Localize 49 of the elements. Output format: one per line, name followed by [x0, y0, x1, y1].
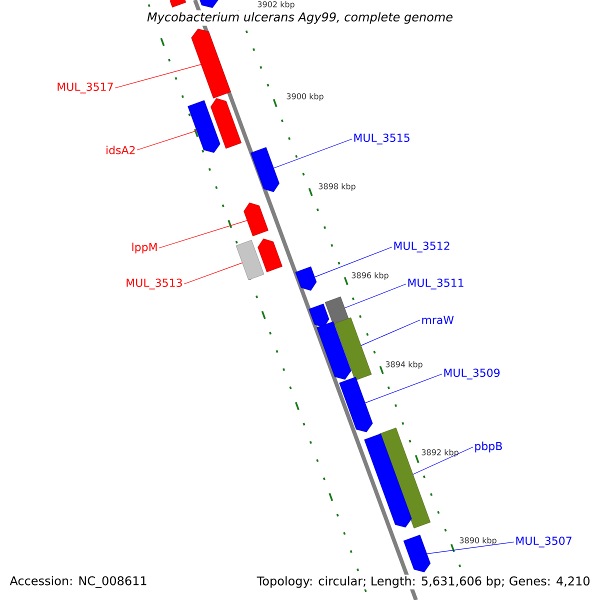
gene-feature	[244, 202, 268, 236]
gene-feature	[170, 0, 186, 8]
leader-line	[273, 138, 352, 168]
gene-label: MUL_3511	[408, 278, 464, 290]
gene-feature	[403, 534, 431, 572]
scale-label: 3890 kbp	[460, 537, 496, 545]
gene-label: pbpB	[475, 442, 502, 452]
scale-label: 3896 kbp	[352, 272, 388, 280]
gene-feature-bar	[324, 296, 350, 326]
leader-line	[360, 320, 420, 346]
leader-line	[158, 220, 248, 248]
leader-line	[344, 284, 406, 308]
leader-line	[426, 542, 514, 554]
gene-feature	[316, 321, 352, 380]
gene-feature	[210, 98, 242, 149]
gene-label: mraW	[422, 316, 454, 324]
leader-line	[412, 446, 474, 475]
footer-text: Accession: NC_008611	[8, 574, 149, 590]
gene-feature	[250, 147, 280, 192]
gene-label: idsA2	[106, 146, 135, 154]
footer-text: Topology: circular; Length: 5,631,606 bp; Genes: 4,210	[255, 574, 592, 590]
leader-line	[314, 246, 392, 278]
title: Mycobacterium ulcerans Agy99, complete genome	[145, 10, 456, 26]
gene-feature	[308, 304, 330, 328]
scale-label: 3898 kbp	[318, 183, 356, 191]
leader-line	[364, 374, 442, 404]
gene-feature	[339, 376, 373, 432]
scale-label: 3894 kbp	[386, 361, 422, 369]
leader-line	[136, 130, 198, 150]
leader-line	[114, 64, 202, 88]
gene-label: MUL_3515	[354, 134, 410, 144]
gene-feature	[295, 266, 317, 291]
gene-feature	[364, 434, 412, 528]
gene-feature	[191, 28, 231, 98]
gene-label: MUL_3512	[394, 242, 450, 252]
scale-label: 3900 kbp	[286, 93, 324, 101]
gene-label: lppM	[132, 242, 157, 254]
gene-label: MUL_3509	[444, 368, 500, 380]
gene-label: MUL_3513	[126, 278, 182, 290]
scale-label: 3892 kbp	[422, 449, 458, 457]
gene-feature	[198, 0, 220, 8]
scale-label: 3902 kbp	[258, 1, 294, 9]
gene-label: MUL_3507	[516, 536, 572, 548]
leader-line	[184, 262, 243, 284]
gene-feature-bar	[236, 240, 264, 280]
gene-feature	[188, 100, 220, 153]
gene-feature	[258, 238, 282, 272]
gene-feature-bar	[334, 317, 372, 381]
gene-label: MUL_3517	[58, 82, 113, 94]
